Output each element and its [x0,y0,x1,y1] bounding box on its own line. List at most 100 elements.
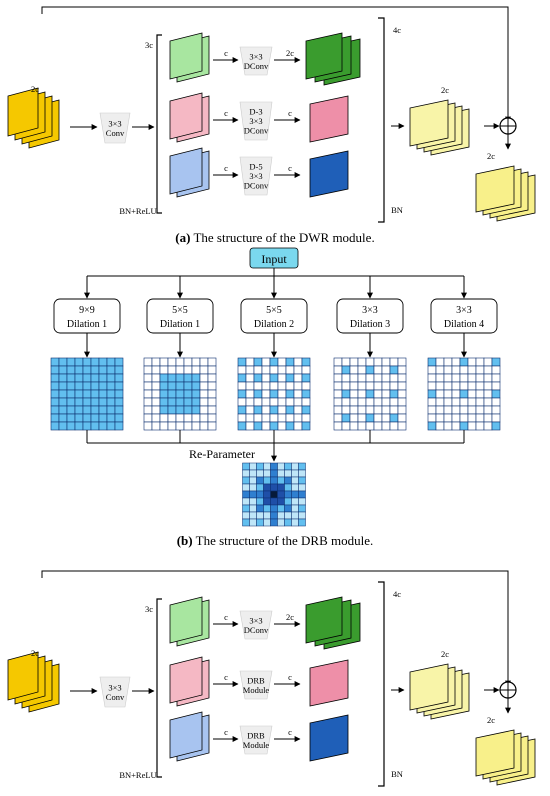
kernel-cell [381,389,391,399]
kernel-cell [191,373,201,383]
merged-cell [242,490,250,499]
kernel-cell [443,413,453,423]
kernel-cell [90,357,100,367]
kernel-cell [293,389,303,399]
kernel-cell [381,413,391,423]
merged-cell [291,490,299,499]
kernel-cell [199,365,209,375]
kernel-cell [435,357,445,367]
kernel-cell [475,357,485,367]
caption: (b) The structure of the DRB module. [177,533,374,548]
kernel-cell [66,397,76,407]
kernel-cell [341,357,351,367]
kernel-grid [427,357,501,431]
kernel-cell [159,413,169,423]
kernel-cell [151,357,161,367]
merged-cell [284,476,292,485]
merged-cell [256,483,264,492]
kernel-cell [151,365,161,375]
kernel-cell [357,365,367,375]
kernel-cell [349,357,359,367]
kernel-cell [114,405,124,415]
kernel-cell [66,405,76,415]
merged-cell [270,490,278,499]
kernel-cell [293,373,303,383]
kernel-cell [269,421,279,431]
kernel-cell [98,381,108,391]
kernel-cell [159,373,169,383]
kernel-cell [114,381,124,391]
channel-label-2c: 2c [31,648,39,658]
channel-label-out: c [288,672,292,682]
merged-cell [277,511,285,520]
bn-relu-label: BN+ReLU [119,206,156,216]
kernel-cell [106,357,116,367]
kernel-cell [341,389,351,399]
op-label: D-5 [249,162,262,172]
kernel-cell [365,421,375,431]
caption-tag: (b) [177,533,193,548]
kernel-cell [183,389,193,399]
kernel-cell [74,413,84,423]
merged-cell [249,518,257,527]
channel-label-3c: 3c [145,40,153,50]
kernel-cell [389,373,399,383]
branch-output-stack [305,596,361,650]
kernel-cell [373,365,383,375]
add-operator [499,681,517,699]
op-block [239,156,273,196]
kernel-cell [245,389,255,399]
kernel-cell [357,413,367,423]
kernel-cell [245,413,255,423]
kernel-cell [285,405,295,415]
op-label: 3×3 [108,118,121,128]
kernel-cell [199,397,209,407]
kernel-cell [167,389,177,399]
kernel-cell [459,405,469,415]
kernel-cell [114,373,124,383]
kernel-cell [269,397,279,407]
kernel-cell [451,405,461,415]
merged-cell [284,497,292,506]
merged-cell [270,469,278,478]
dilation-label: Dilation 3 [350,319,390,330]
kernel-cell [301,405,311,415]
dilation-label: Dilation 1 [160,319,200,330]
kernel-cell [90,405,100,415]
op-label: 3×3 [249,171,262,181]
kernel-cell [459,357,469,367]
kernel-cell [261,357,271,367]
kernel-cell [349,381,359,391]
kernel-cell [427,389,437,399]
kernel-cell [237,381,247,391]
channel-label-2c: 2c [441,85,449,95]
bn-label: BN [391,769,403,779]
merged-cell [291,511,299,520]
kernel-cell [397,373,407,383]
kernel-cell [483,389,493,399]
kernel-cell [475,405,485,415]
merged-cell [256,511,264,520]
merged-cell [242,469,250,478]
kernel-cell [245,365,255,375]
kernel-cell [58,365,68,375]
kernel-cell [427,421,437,431]
kernel-cell [183,397,193,407]
kernel-cell [277,397,287,407]
kernel-size-label: 5×5 [172,305,188,316]
kernel-cell [191,405,201,415]
kernel-grid [237,357,311,431]
kernel-cell [277,389,287,399]
kernel-cell [467,421,477,431]
feature-map-sheet [475,729,515,777]
merged-cell [291,483,299,492]
kernel-cell [381,373,391,383]
kernel-cell [269,365,279,375]
kernel-cell [253,373,263,383]
kernel-cell [301,413,311,423]
kernel-cell [98,389,108,399]
kernel-cell [191,413,201,423]
kernel-cell [389,389,399,399]
